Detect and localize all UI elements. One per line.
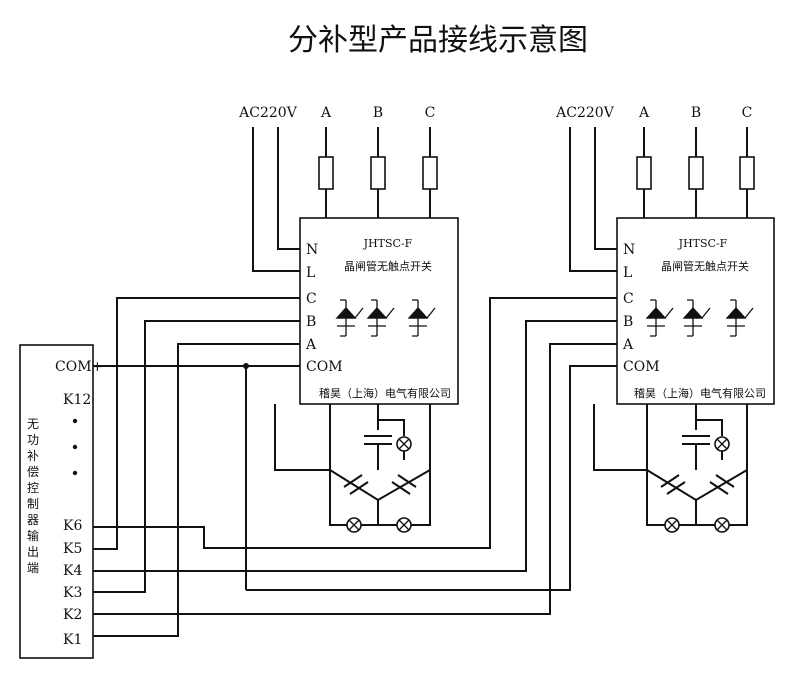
controller-output-k3: K3 [63,585,82,601]
controller-output-k4: K4 [63,563,82,579]
thyristor-icon [366,299,395,337]
terminal-n: N [623,242,635,258]
terminal-l: L [623,265,632,281]
controller-com-label: COM+ [55,359,103,375]
fuse [422,156,438,190]
controller-box [19,344,94,659]
thyristor-icon [335,299,364,337]
phase-label-c: C [425,105,436,121]
switch-unit-2: AC220V A B C JHTSC-F 晶闸管无触点开关 稽昊（上海）电气有限… [555,105,775,533]
thyristor-icon [682,299,711,337]
terminal-b: B [306,314,316,330]
phase-label-b: B [373,105,383,121]
terminal-b: B [623,314,633,330]
fuse [688,156,704,190]
diagram-title: 分补型产品接线示意图 [288,23,588,58]
terminal-com: COM [306,359,343,375]
controller-output-k2: K2 [63,607,82,623]
terminal-c: C [306,291,317,307]
svg-text:输: 输 [27,528,39,543]
terminal-a: A [622,337,634,353]
terminal-a: A [305,337,317,353]
module-name: 晶闸管无触点开关 [344,259,432,273]
phase-label-a: A [638,105,650,121]
svg-text:制: 制 [27,497,39,511]
terminal-n: N [306,242,318,258]
ellipsis-dot [72,418,78,424]
fuse [318,156,334,190]
thyristor-icon [645,299,674,337]
svg-text:补: 补 [27,449,39,463]
fuse [636,156,652,190]
svg-text:器: 器 [27,513,39,527]
svg-text:出: 出 [27,545,39,559]
ellipsis-dot [72,444,78,450]
svg-text:无: 无 [27,417,39,431]
phase-label-c: C [742,105,753,121]
supply-label: AC220V [238,105,298,121]
thyristor-icon [407,299,436,337]
svg-text:端: 端 [27,561,39,575]
module-name: 晶闸管无触点开关 [661,259,749,273]
ellipsis-dot [72,470,78,476]
controller-vertical-label: 无 功 补 偿 控 制 器 输 出 端 [27,417,39,575]
module-maker: 稽昊（上海）电气有限公司 [319,386,451,400]
terminal-com: COM [623,359,660,375]
fuse [370,156,386,190]
module-model: JHTSC-F [363,237,413,250]
svg-text:偿: 偿 [27,464,39,479]
controller-output-k6: K6 [63,518,82,534]
svg-text:功: 功 [27,433,39,447]
phase-label-b: B [691,105,701,121]
control-wiring [93,297,617,637]
supply-label: AC220V [555,105,615,121]
svg-text:控: 控 [27,481,39,495]
controller-output-k1: K1 [63,632,82,648]
thyristor-icon [725,299,754,337]
terminal-c: C [623,291,634,307]
module-maker: 稽昊（上海）电气有限公司 [634,386,766,400]
module-model: JHTSC-F [678,237,728,250]
controller-output-k5: K5 [63,541,82,557]
phase-label-a: A [320,105,332,121]
controller-k12-label: K12 [63,392,91,408]
terminal-l: L [306,265,315,281]
fuse [739,156,755,190]
switch-unit-1: AC220V A B C JHTSC-F 晶闸管无触点开关 稽昊（上海）电气有限… [238,105,459,533]
